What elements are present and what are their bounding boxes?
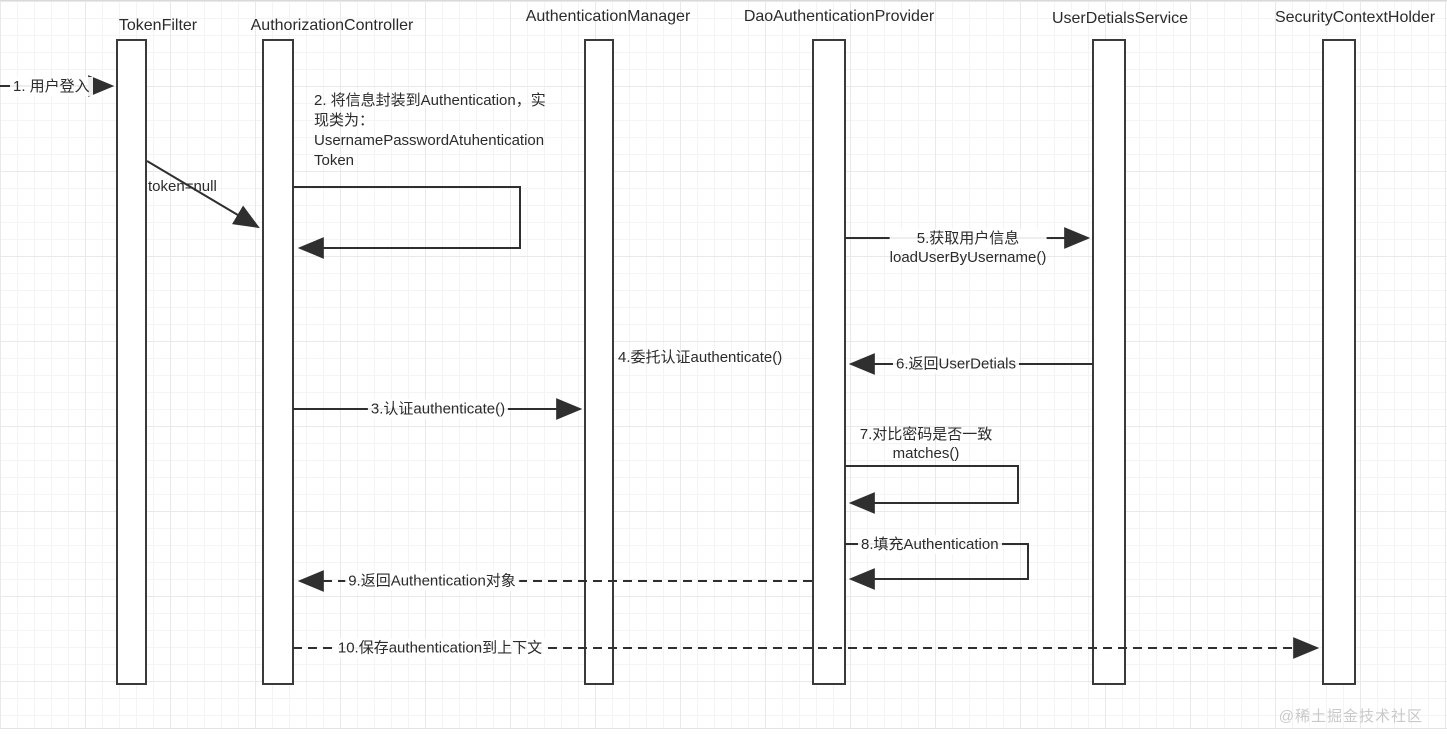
lifeline-securitycontextholder bbox=[1322, 39, 1356, 685]
msg1-label: 1. 用户登入 bbox=[10, 77, 93, 96]
lifeline-tokenfilter bbox=[116, 39, 147, 685]
msg5-label-line1: 5.获取用户信息 bbox=[889, 229, 1047, 248]
participant-userdetialsservice-label: UserDetialsService bbox=[1051, 10, 1189, 27]
msg6-label: 6.返回UserDetials bbox=[892, 354, 1020, 374]
participant-securitycontextholder-label: SecurityContextHolder bbox=[1274, 9, 1436, 26]
participant-daoauthenticationprovider-label: DaoAuthenticationProvider bbox=[743, 8, 935, 25]
msg7-label-line2: matches() bbox=[892, 445, 960, 462]
msg5-label-line2: loadUserByUsername() bbox=[889, 249, 1047, 266]
participant-authorizationcontroller-label: AuthorizationController bbox=[250, 17, 414, 34]
msg7-label: 7.对比密码是否一致 matches() bbox=[860, 425, 993, 463]
watermark: @稀土掘金技术社区 bbox=[1278, 708, 1423, 725]
lifeline-authenticationmanager bbox=[584, 39, 614, 685]
msg9-label: 9.返回Authentication对象 bbox=[345, 571, 519, 591]
token-null-label: token=null bbox=[148, 178, 217, 195]
msg3-label: 3.认证authenticate() bbox=[367, 399, 509, 419]
msg5-label: 5.获取用户信息 loadUserByUsername() bbox=[889, 229, 1047, 267]
arrow-msg7-selfcall bbox=[845, 465, 1019, 514]
participant-authenticationmanager-label: AuthenticationManager bbox=[525, 8, 691, 25]
msg7-label-line1: 7.对比密码是否一致 bbox=[859, 426, 993, 443]
msg4-label: 4.委托认证authenticate() bbox=[618, 349, 783, 366]
arrow-msg2-selfcall bbox=[293, 186, 521, 259]
arrow-token-null bbox=[146, 160, 260, 229]
lifeline-authorizationcontroller bbox=[262, 39, 294, 685]
participant-tokenfilter-label: TokenFilter bbox=[118, 17, 198, 34]
msg2-label: 2. 将信息封装到Authentication，实 现类为： UsernameP… bbox=[314, 92, 546, 169]
lifeline-daoauthenticationprovider bbox=[812, 39, 846, 685]
msg10-label: 10.保存authentication到上下文 bbox=[334, 638, 546, 658]
msg8-label: 8.填充Authentication bbox=[858, 535, 1002, 554]
lifeline-userdetialsservice bbox=[1092, 39, 1126, 685]
canvas-bottom-edge bbox=[0, 728, 1447, 735]
